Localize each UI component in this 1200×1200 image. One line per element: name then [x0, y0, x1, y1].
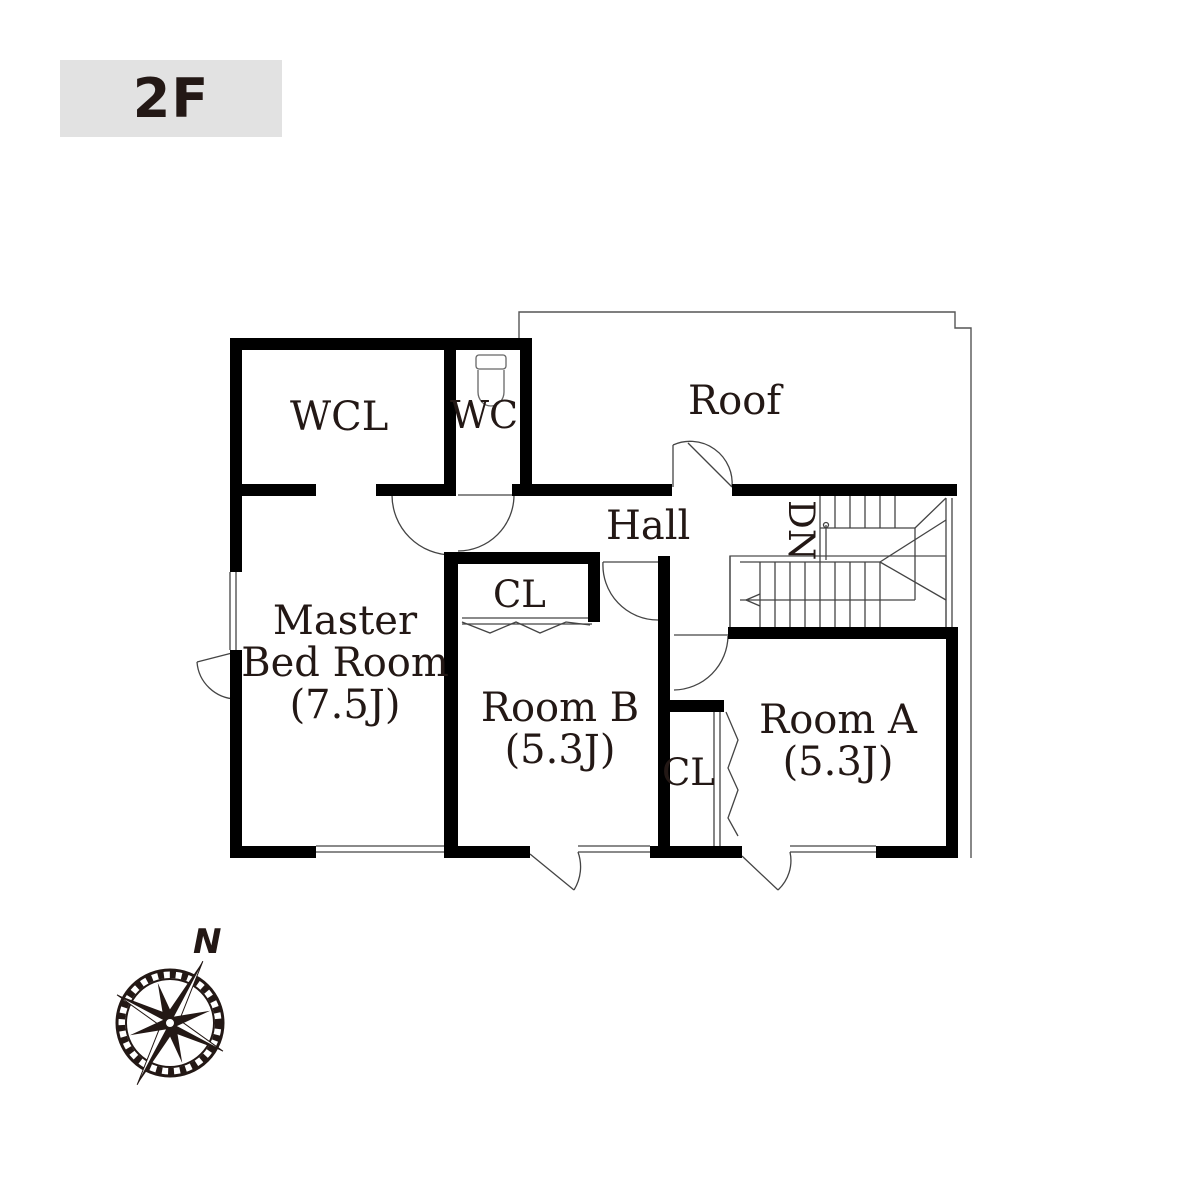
roof-outline [518, 311, 972, 858]
master-size: (7.5J) [289, 682, 401, 728]
stairs-down-label: DN [780, 500, 821, 561]
master-line2: Bed Room [241, 640, 449, 686]
room-b-size: (5.3J) [504, 727, 616, 773]
room-label-wc: WC [450, 393, 519, 437]
walls [230, 338, 958, 858]
master-line1: Master [272, 598, 418, 644]
room-label-roof: Roof [688, 378, 782, 424]
room-a-name: Room A [759, 697, 917, 743]
room-label-closet-b: CL [493, 573, 546, 616]
room-b-name: Room B [480, 685, 640, 731]
room-label-room-a: Room A (5.3J) [740, 699, 936, 783]
floor-label: 2F [132, 67, 210, 130]
floor-badge: 2F [60, 60, 282, 137]
room-label-room-b: Room B (5.3J) [460, 687, 660, 771]
room-label-master: Master Bed Room (7.5J) [232, 600, 458, 726]
compass-north-label: N [193, 922, 222, 962]
room-label-hall: Hall [606, 503, 691, 549]
room-a-size: (5.3J) [782, 739, 894, 785]
room-label-wcl: WCL [290, 394, 389, 440]
thin-details [196, 354, 953, 891]
compass-rose-icon [115, 960, 225, 1086]
room-label-closet-a: CL [662, 751, 715, 794]
